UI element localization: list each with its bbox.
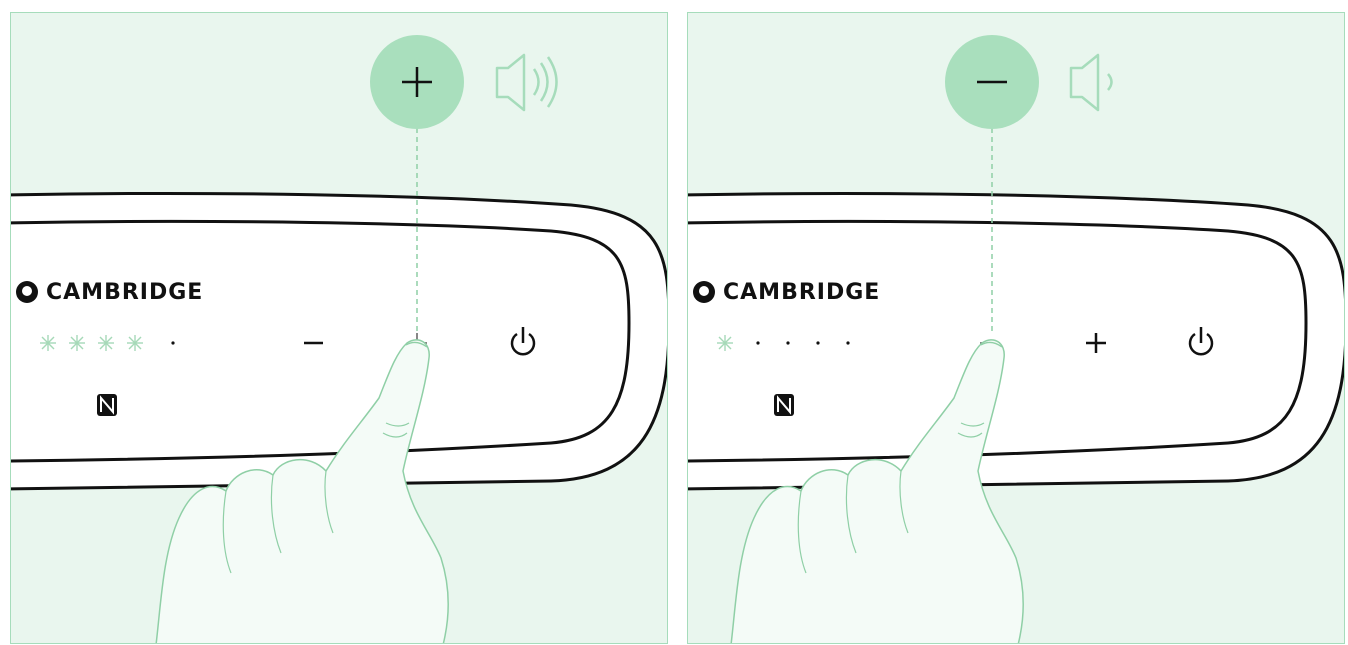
- volume-down-illustration: [688, 35, 1344, 643]
- led-indicator-row: [717, 335, 850, 351]
- volume-down-panel: CAMBRIDGE: [687, 12, 1345, 644]
- led-lit: [40, 335, 56, 351]
- led-lit: [69, 335, 85, 351]
- led-indicator-row: [40, 335, 175, 351]
- led-unlit: [816, 341, 820, 345]
- volume-up-illustration: [11, 35, 667, 643]
- led-lit: [717, 335, 733, 351]
- led-lit: [127, 335, 143, 351]
- brand-logo-icon: [16, 281, 38, 303]
- speaker-volume-down-icon: [1069, 53, 1113, 112]
- brand-name: CAMBRIDGE: [723, 279, 881, 305]
- led-unlit: [846, 341, 850, 345]
- brand-name: CAMBRIDGE: [46, 279, 204, 305]
- plus-icon: [402, 67, 432, 97]
- speaker-device-inner-outline: [688, 219, 1308, 463]
- brand-logo-icon: [693, 281, 715, 303]
- speaker-device-inner-outline: [11, 219, 631, 463]
- nfc-icon: [774, 394, 794, 416]
- speaker-device-body: [11, 191, 667, 491]
- volume-up-panel: CAMBRIDGE: [10, 12, 668, 644]
- speaker-device-body: [688, 191, 1344, 491]
- speaker-volume-up-icon: [495, 53, 558, 112]
- led-unlit: [786, 341, 790, 345]
- led-lit: [98, 335, 114, 351]
- nfc-icon: [97, 394, 117, 416]
- brand-logo: CAMBRIDGE: [16, 279, 203, 305]
- device-plus-button[interactable]: [1086, 333, 1106, 353]
- led-unlit: [171, 341, 175, 345]
- power-icon[interactable]: [1188, 327, 1214, 356]
- led-unlit: [756, 341, 760, 345]
- power-icon[interactable]: [510, 327, 536, 356]
- brand-logo: CAMBRIDGE: [693, 279, 880, 305]
